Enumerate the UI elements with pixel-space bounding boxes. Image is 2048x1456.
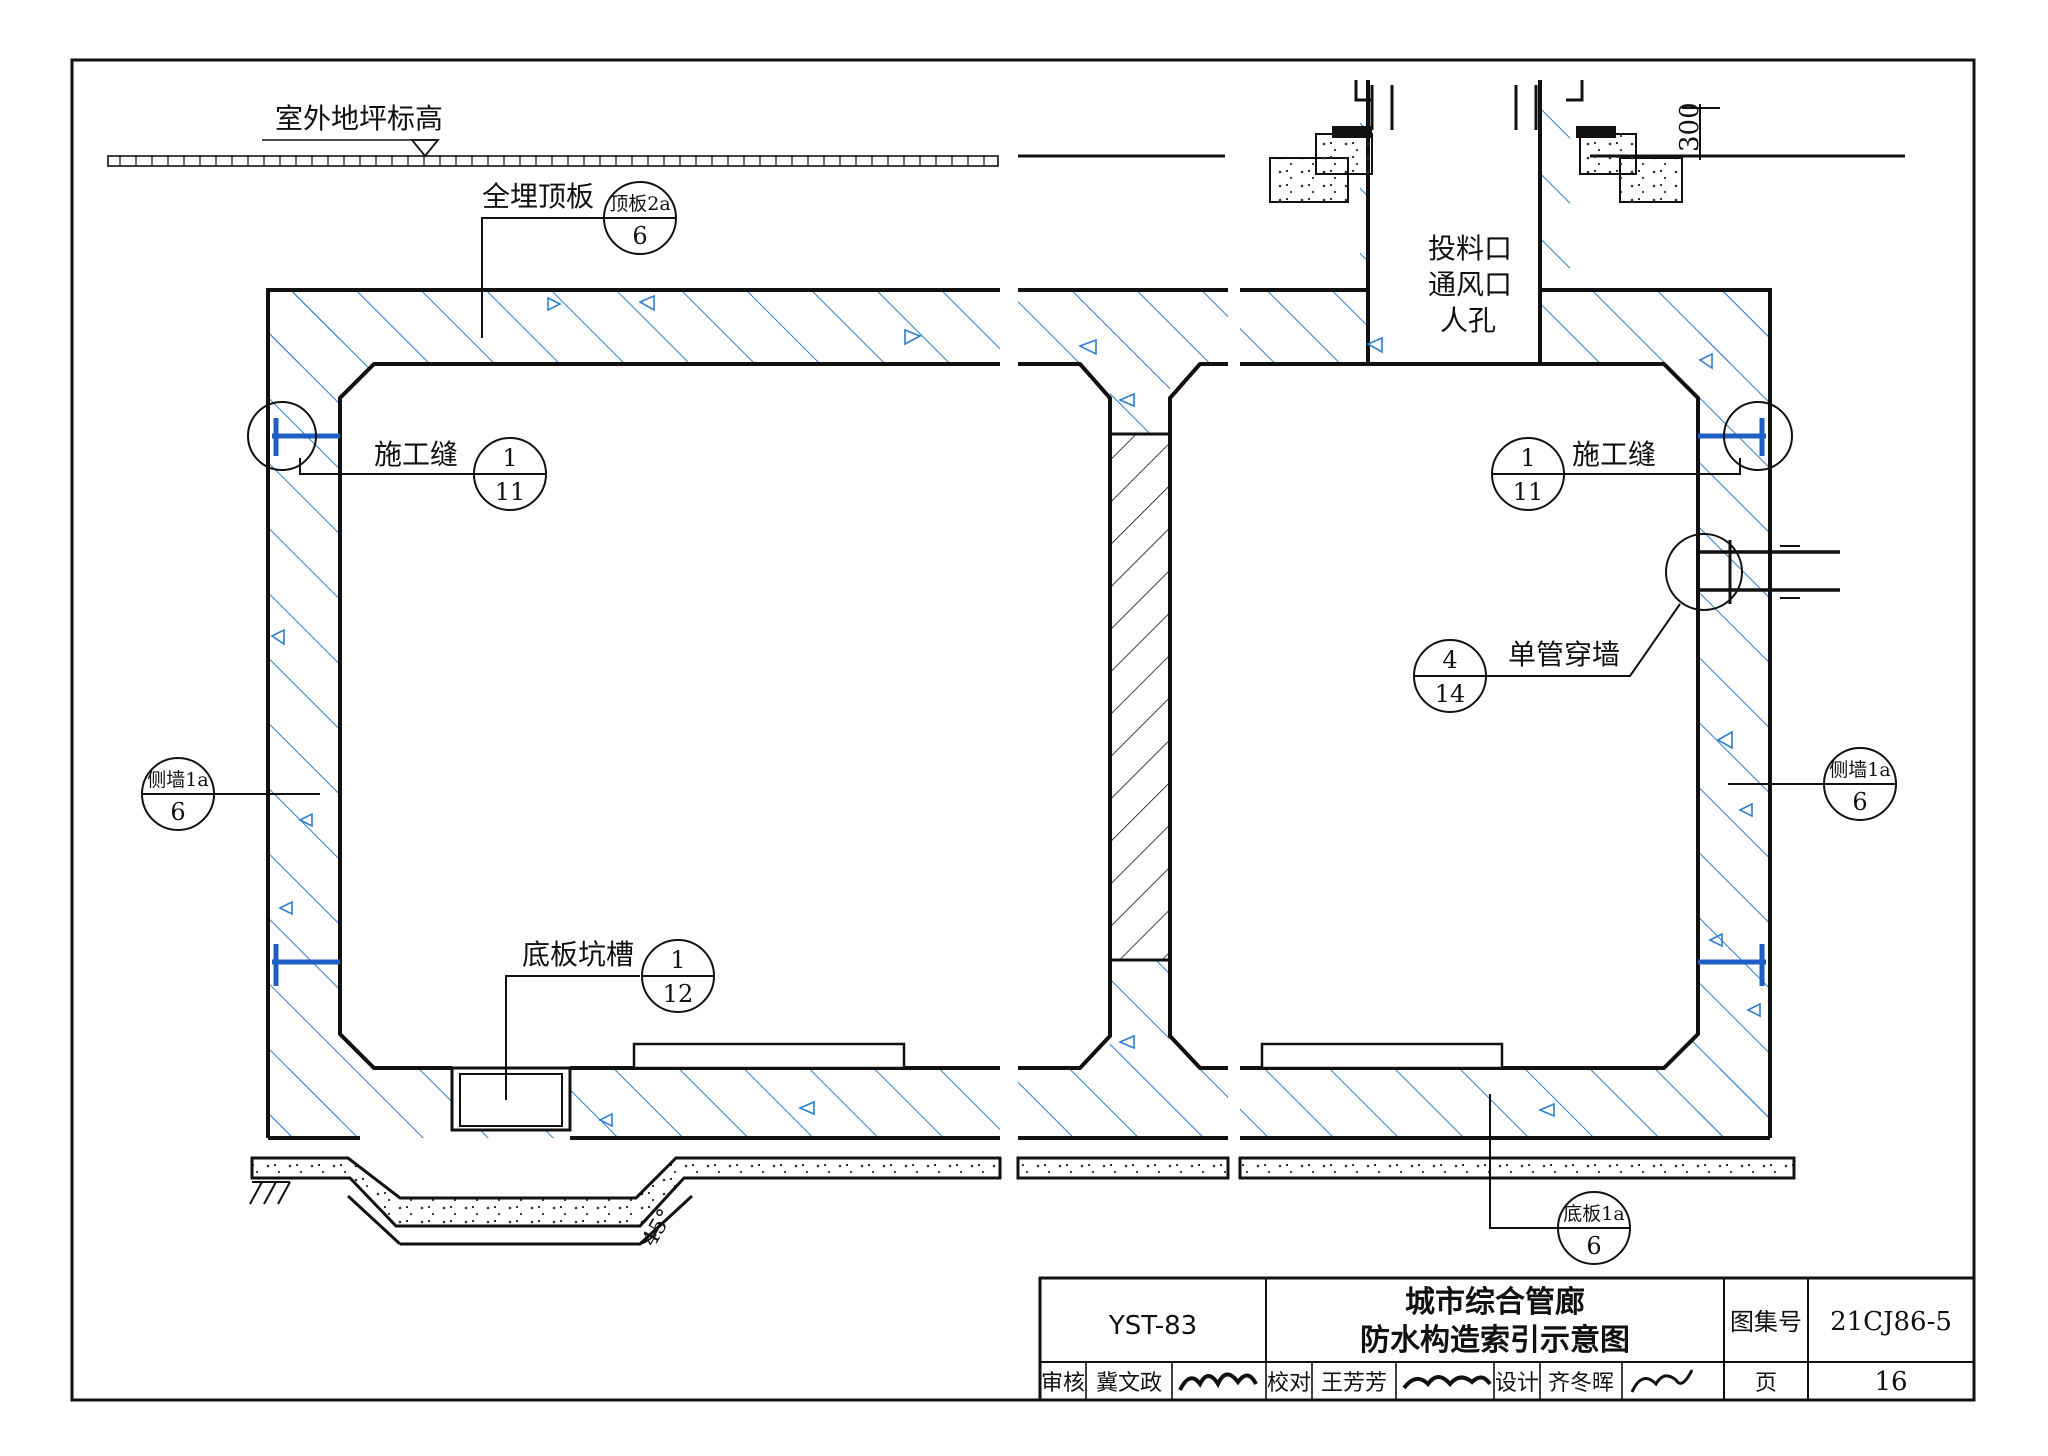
joint-label-right: 施工缝	[1572, 438, 1656, 471]
index-mark-top: 顶板2a	[609, 193, 670, 215]
index-mark-pipe: 414	[1413, 639, 1487, 713]
title-line-1: 城市综合管廊	[1405, 1285, 1585, 1320]
checker-name: 王芳芳	[1321, 1371, 1387, 1396]
title-line-2: 防水构造索引示意图	[1360, 1323, 1630, 1358]
pipe-label: 单管穿墙	[1508, 638, 1620, 671]
page-number: 16	[1874, 1367, 1907, 1397]
index-mark-top: 1	[502, 444, 517, 472]
drawing-code: YST-83	[1108, 1311, 1197, 1341]
designer-name: 齐冬晖	[1548, 1371, 1614, 1396]
angle-arc	[639, 1221, 661, 1245]
blinding-layer	[249, 1156, 1796, 1246]
index-mark-floor-pit: 112	[641, 939, 715, 1013]
leader-lines	[206, 217, 1824, 1229]
index-mark-bottom: 6	[1586, 1232, 1601, 1260]
review-label: 审核	[1041, 1371, 1085, 1396]
equipment-pad-left	[632, 1042, 906, 1070]
design-label: 设计	[1495, 1371, 1539, 1396]
index-mark-top: 1	[1520, 444, 1535, 472]
floor-pit-label: 底板坑槽	[522, 938, 634, 971]
reviewer-name: 冀文政	[1096, 1371, 1162, 1396]
index-mark-bottom: 6	[1852, 788, 1867, 816]
index-mark-joint-right: 111	[1491, 437, 1565, 511]
index-mark-floor-1a: 底板1a 6	[1557, 1191, 1631, 1265]
opening-label-1: 投料口	[1428, 232, 1512, 265]
break-gaps	[1000, 280, 1240, 1150]
check-label: 校对	[1267, 1371, 1311, 1396]
index-mark-joint-left: 111	[473, 437, 547, 511]
index-mark-bottom: 11	[1513, 478, 1544, 506]
equipment-pad-right	[1260, 1042, 1504, 1070]
page-label: 页	[1755, 1371, 1777, 1396]
opening-label-2: 通风口	[1428, 268, 1512, 301]
shaft-collar-right	[1566, 80, 1683, 203]
construction-joints	[272, 418, 1766, 986]
shaft-opening	[1366, 85, 1542, 366]
index-mark-top: 底板1a	[1563, 1203, 1624, 1225]
shaft-collar-left	[1269, 80, 1373, 203]
opening-label-3: 人孔	[1440, 304, 1496, 337]
index-mark-top: 4	[1442, 646, 1457, 674]
index-mark-bottom: 14	[1435, 680, 1466, 708]
index-mark-top: 侧墙1a	[1829, 759, 1890, 781]
ground-level-label: 室外地坪标高	[275, 102, 443, 135]
dim-300-label: 300	[1675, 102, 1705, 152]
atlas-label: 图集号	[1730, 1308, 1802, 1336]
roof-slab-label: 全埋顶板	[482, 180, 594, 213]
joint-label-left: 施工缝	[374, 438, 458, 471]
atlas-number: 21CJ86-5	[1830, 1307, 1952, 1337]
floor-pit	[450, 1066, 572, 1132]
title-block	[1038, 1276, 1976, 1402]
index-mark-bottom: 6	[170, 798, 185, 826]
drawing-frame	[70, 58, 1976, 1402]
tunnel-structure	[268, 80, 1770, 1138]
dim-300	[1682, 104, 1720, 160]
pipe-through-wall	[1698, 540, 1840, 604]
index-mark-bottom: 12	[663, 980, 694, 1008]
index-mark-bottom: 11	[495, 478, 526, 506]
index-mark-top: 侧墙1a	[147, 769, 208, 791]
index-mark-side-wall-right: 侧墙1a 6	[1823, 747, 1897, 821]
callout-circles	[247, 401, 1793, 611]
index-mark-top: 1	[670, 946, 685, 974]
index-mark-bottom: 6	[632, 222, 647, 250]
aggregate-marks	[270, 294, 1761, 1128]
index-mark-side-wall-left: 侧墙1a 6	[141, 757, 215, 831]
middle-wall-infill	[1110, 434, 1170, 960]
index-mark-roof-2a: 顶板2a 6	[603, 181, 677, 255]
ground-level-line	[107, 139, 1905, 167]
